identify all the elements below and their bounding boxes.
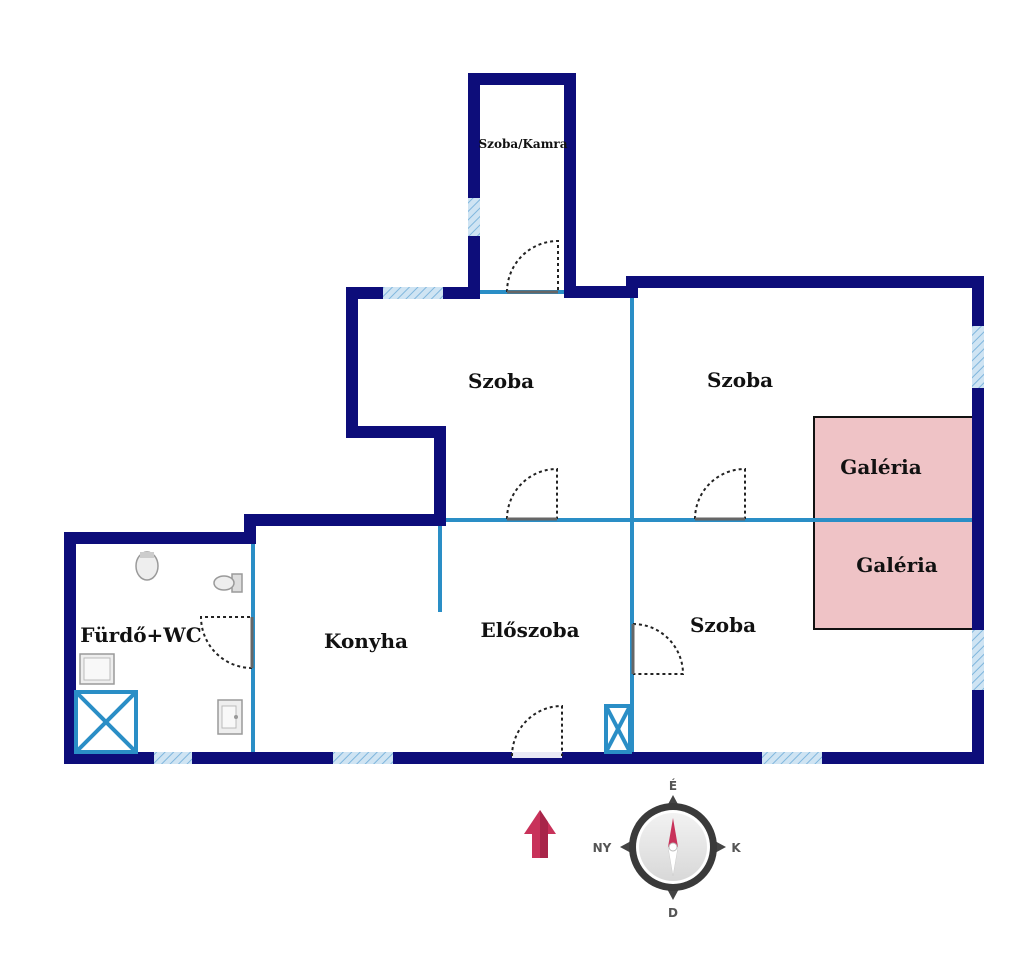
gallery-area xyxy=(813,416,975,630)
sink-icon xyxy=(217,699,243,735)
compass-icon: É D NY K xyxy=(593,778,742,920)
toilet-icon xyxy=(213,573,243,593)
shaft-icon xyxy=(74,690,138,754)
room-label-szoba-lower-right: Szoba xyxy=(690,613,756,637)
room-label-szoba-upper-left: Szoba xyxy=(468,369,534,393)
door-bath xyxy=(199,616,254,669)
door-szoba-lower xyxy=(631,623,685,675)
entrance-arrow-icon xyxy=(524,810,556,858)
window-kamra xyxy=(468,198,480,236)
window-bath xyxy=(154,752,192,764)
windows xyxy=(154,198,984,764)
window-szoba-bottom xyxy=(762,752,822,764)
compass-west-label: NY xyxy=(593,841,612,855)
compass-north-label: É xyxy=(669,778,677,793)
door-entrance xyxy=(511,704,563,757)
bathroom-fixtures xyxy=(74,551,243,754)
room-label-galeria-top: Galéria xyxy=(840,455,921,479)
compass-south-label: D xyxy=(668,906,678,920)
room-label-konyha: Konyha xyxy=(324,629,408,653)
window-szoba-right xyxy=(972,326,984,388)
window-kitchen xyxy=(333,752,393,764)
room-label-eloszoba: Előszoba xyxy=(480,618,579,642)
door-szoba-right xyxy=(694,467,746,521)
window-szoba-lower xyxy=(972,630,984,690)
door-kamra xyxy=(506,239,559,294)
window-szoba-left xyxy=(383,287,443,299)
shaft-hall-icon xyxy=(604,704,632,754)
entrance-door-sill xyxy=(512,752,562,758)
door-szoba-left xyxy=(506,467,558,521)
urinal-icon xyxy=(135,551,159,581)
room-label-kamra: Szoba/Kamra xyxy=(478,137,567,151)
room-label-furdo-wc: Fürdő+WC xyxy=(80,623,201,647)
doors xyxy=(199,239,746,757)
room-label-galeria-bottom: Galéria xyxy=(856,553,937,577)
shower-tray-icon xyxy=(79,653,115,685)
room-label-szoba-upper-right: Szoba xyxy=(707,368,773,392)
outer-walls xyxy=(64,73,984,764)
compass-east-label: K xyxy=(731,841,741,855)
